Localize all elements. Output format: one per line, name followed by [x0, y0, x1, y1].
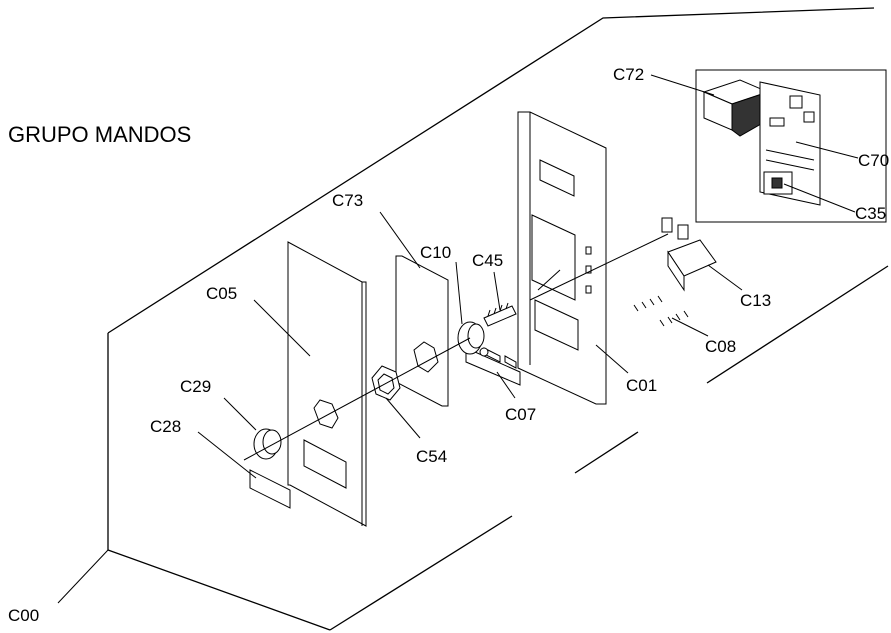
label-c01: C01	[626, 376, 657, 395]
leader-c73	[379, 211, 421, 269]
label-c73: C73	[332, 191, 363, 210]
label-c35: C35	[855, 204, 886, 223]
label-c29: C29	[180, 377, 211, 396]
assembly-axis	[243, 233, 669, 461]
part-c01	[517, 111, 607, 405]
leader-c45	[493, 271, 501, 311]
part-c29	[253, 428, 282, 460]
label-c00: C00	[8, 606, 39, 625]
part-c05	[287, 241, 367, 527]
leader-c07	[496, 371, 516, 399]
leader-c13	[707, 264, 743, 291]
leader-c08	[671, 317, 709, 337]
leader-c01	[595, 344, 629, 374]
part-c13	[661, 217, 717, 292]
leader-c28	[197, 431, 257, 479]
label-c07: C07	[505, 405, 536, 424]
part-c45	[483, 302, 517, 327]
label-c28: C28	[150, 417, 181, 436]
leader-c00	[57, 549, 109, 604]
leader-c54	[385, 397, 421, 439]
leader-c10	[455, 261, 463, 325]
diagram-title: GRUPO MANDOS	[8, 122, 191, 147]
label-c70: C70	[858, 151, 889, 170]
part-c72	[702, 79, 770, 137]
part-c35	[763, 171, 793, 195]
part-c10	[457, 321, 489, 357]
label-c72: C72	[613, 65, 644, 84]
part-c73	[395, 255, 449, 407]
leader-c35	[783, 183, 856, 213]
label-c05: C05	[206, 284, 237, 303]
leader-c29	[223, 397, 257, 431]
label-c45: C45	[472, 251, 503, 270]
label-c08: C08	[705, 337, 736, 356]
label-c13: C13	[740, 291, 771, 310]
part-c08	[633, 295, 689, 327]
enclosure-outline	[107, 7, 889, 631]
part-c28	[249, 469, 291, 509]
label-c54: C54	[416, 447, 447, 466]
leader-c05	[253, 299, 311, 357]
leader-c70	[795, 141, 859, 159]
leader-c72	[650, 74, 715, 96]
inset-box	[695, 69, 887, 223]
label-c10: C10	[420, 243, 451, 262]
